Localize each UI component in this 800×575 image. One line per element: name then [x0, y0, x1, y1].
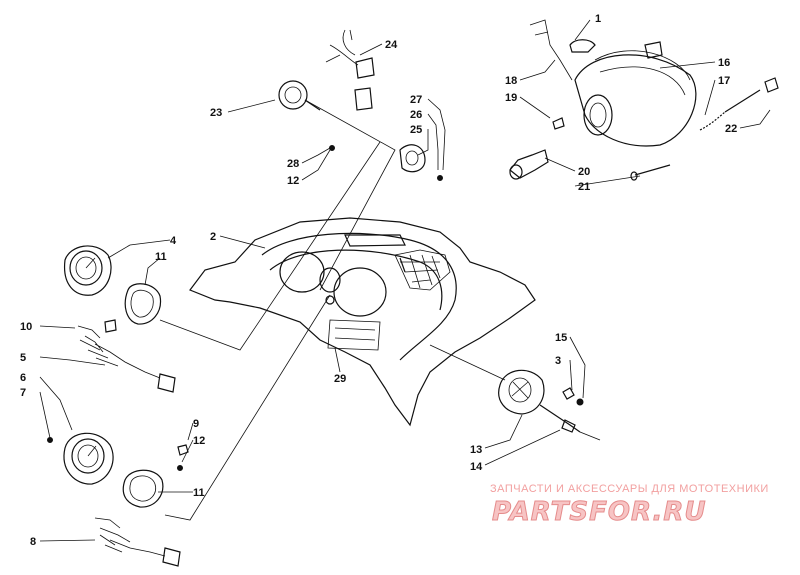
bulb-socket [177, 444, 189, 456]
screw [329, 145, 335, 151]
key-switch [278, 80, 308, 110]
callout-17: 17 [718, 75, 730, 87]
callout-9: 9 [193, 418, 199, 430]
tachometer-harness [94, 517, 181, 567]
gauge-opening-left [279, 251, 325, 293]
callout-23: 23 [210, 107, 222, 119]
bezel-ring-2 [122, 469, 164, 508]
adjust-bolt [634, 164, 671, 176]
leader-lines [39, 19, 771, 542]
callout-18: 18 [505, 75, 517, 87]
watermark-logo: PARTSFOR.RU [492, 497, 706, 527]
adjust-spring [699, 111, 726, 131]
adjust-knob [764, 77, 779, 93]
key-switch-assembly [278, 29, 375, 111]
callout-21: 21 [578, 181, 590, 193]
callout-22: 22 [725, 123, 737, 135]
headlight-wire [529, 19, 573, 81]
nut [437, 175, 443, 181]
headlight-clip [644, 41, 663, 59]
callout-29: 29 [334, 373, 346, 385]
speedometer [64, 245, 162, 325]
headlight-assembly [509, 19, 779, 181]
callout-12-bottom: 12 [193, 435, 205, 447]
callout-15: 15 [555, 332, 567, 344]
watermark: ЗАПЧАСТИ И АКСЕССУАРЫ ДЛЯ МОТОТЕХНИКИ PA… [490, 483, 769, 528]
callout-10: 10 [20, 321, 32, 333]
callout-13: 13 [470, 444, 482, 456]
hood-dash [189, 217, 536, 427]
watermark-subtitle: ЗАПЧАСТИ И АКСЕССУАРЫ ДЛЯ МОТОТЕХНИКИ [490, 483, 769, 495]
callout-11-bottom: 11 [193, 487, 205, 499]
callout-7: 7 [20, 387, 26, 399]
callout-24: 24 [385, 39, 398, 51]
callout-5: 5 [20, 352, 26, 364]
callout-12-top: 12 [287, 175, 299, 187]
gauge-opening-right [333, 267, 387, 317]
callout-19: 19 [505, 92, 517, 104]
callout-1: 1 [595, 13, 601, 25]
bezel-ring [124, 283, 162, 325]
switch-panel [327, 319, 381, 351]
speedometer-harness [77, 319, 176, 393]
callout-labels: 1 16 17 18 19 20 21 22 24 23 27 26 25 28… [20, 13, 737, 548]
callout-28: 28 [287, 158, 299, 170]
key [354, 87, 373, 111]
callout-25: 25 [410, 124, 422, 136]
key-switch-connector [355, 57, 375, 79]
callout-26: 26 [410, 109, 422, 121]
callout-6: 6 [20, 372, 26, 384]
callout-8: 8 [30, 536, 36, 548]
headlight-bracket [569, 39, 596, 53]
headlight-screw [552, 117, 565, 130]
tail-light-assembly [498, 369, 601, 441]
callout-16: 16 [718, 57, 730, 69]
callout-11-top: 11 [155, 251, 167, 263]
callout-27: 27 [410, 94, 422, 106]
adjust-rod [724, 89, 761, 113]
tachometer [47, 432, 189, 508]
callout-4: 4 [170, 235, 177, 247]
callout-14: 14 [470, 461, 483, 473]
callout-20: 20 [578, 166, 590, 178]
headlight-bulb [509, 149, 549, 179]
callout-2: 2 [210, 231, 216, 243]
callout-3: 3 [555, 355, 561, 367]
indicator-light [329, 144, 443, 181]
